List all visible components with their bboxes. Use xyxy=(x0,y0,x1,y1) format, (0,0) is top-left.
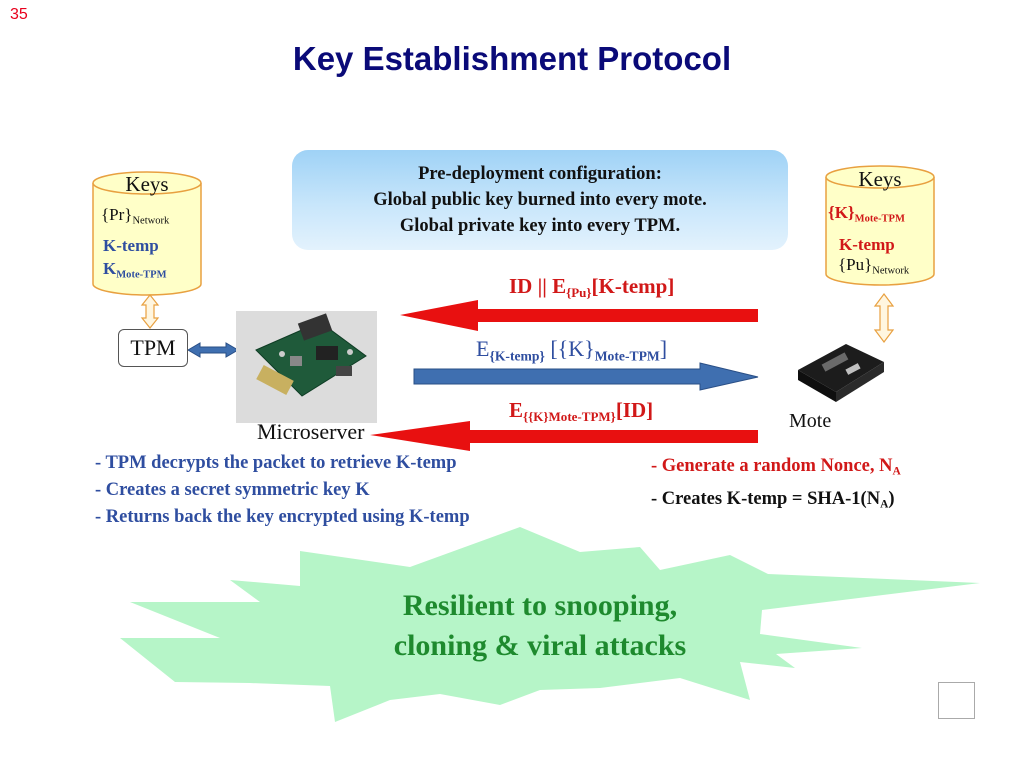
microserver-steps: - TPM decrypts the packet to retrieve K-… xyxy=(95,450,470,531)
left-key-ktemp: K-temp xyxy=(103,236,159,255)
right-key-k-mote-tpm: {K}Mote-TPM xyxy=(828,203,905,225)
list-item: - Creates a secret symmetric key K xyxy=(95,480,370,500)
right-key-ktemp: K-temp xyxy=(839,235,895,254)
slide-nav-box[interactable] xyxy=(938,682,975,719)
mote-image xyxy=(798,344,884,402)
right-key-pu-network: {Pu}Network xyxy=(838,255,910,277)
microserver-label: Microserver xyxy=(257,419,365,444)
callout-line-1: Resilient to snooping, xyxy=(402,589,678,622)
slide-number: 35 xyxy=(10,6,28,23)
left-key-k-mote-tpm: KMote-TPM xyxy=(103,259,167,281)
microserver-image xyxy=(236,311,377,423)
arrow-ek-mote-tpm xyxy=(370,421,758,451)
right-updown-arrow xyxy=(873,293,895,343)
right-keys-cylinder xyxy=(825,165,935,286)
config-line-2: Global public key burned into every mote… xyxy=(373,190,707,210)
arrow-ektemp xyxy=(413,362,759,391)
config-line-1: Pre-deployment configuration: xyxy=(418,164,662,184)
mote-label: Mote xyxy=(789,410,832,432)
arrow2-label: E{K-temp} [{K}Mote-TPM] xyxy=(476,336,668,364)
mote-steps: - Generate a random Nonce, NA - Creates … xyxy=(651,453,901,518)
list-item: - Generate a random Nonce, NA xyxy=(651,456,901,478)
tpm-microserver-arrow xyxy=(187,342,239,358)
arrow1-label: ID || E{Pu}[K-temp] xyxy=(509,274,675,301)
left-keys-title: Keys xyxy=(125,172,169,196)
page-title: Key Establishment Protocol xyxy=(292,40,732,77)
left-key-pr-network: {Pr}Network xyxy=(101,205,170,227)
pre-deployment-config-box: Pre-deployment configuration: Global pub… xyxy=(292,150,788,250)
arrow3-label: E{{K}Mote-TPM}[ID] xyxy=(509,398,654,425)
list-item: - TPM decrypts the packet to retrieve K-… xyxy=(95,453,457,473)
starburst-shape xyxy=(120,527,980,722)
list-item: - Returns back the key encrypted using K… xyxy=(95,507,470,527)
right-keys-title: Keys xyxy=(858,167,902,191)
arrow-id-epu xyxy=(400,300,758,331)
starburst-callout: Resilient to snooping, cloning & viral a… xyxy=(300,586,780,666)
left-keys-cylinder xyxy=(92,171,202,296)
left-updown-arrow xyxy=(140,294,160,329)
callout-line-2: cloning & viral attacks xyxy=(393,629,687,662)
tpm-box: TPM xyxy=(118,329,188,367)
config-line-3: Global private key into every TPM. xyxy=(399,216,681,236)
list-item: - Creates K-temp = SHA-1(NA) xyxy=(651,488,895,511)
